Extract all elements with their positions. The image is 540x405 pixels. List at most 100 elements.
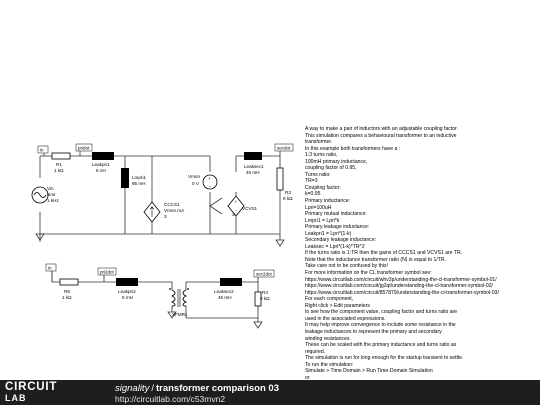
lmpri1-name: Lmpri1 bbox=[132, 175, 146, 180]
node-label-sec2dot: sec2dot bbox=[253, 269, 275, 278]
note-line: TR=3 bbox=[305, 178, 318, 185]
lmpri1-value: 95 mH bbox=[132, 181, 146, 186]
logo-text-top: CIRCUIT bbox=[5, 381, 58, 393]
note-line: For more information on the CL transform… bbox=[305, 270, 432, 277]
note-line: required. bbox=[305, 348, 326, 355]
svg-text:−: − bbox=[209, 184, 212, 189]
cccs1-name: CCCS1 bbox=[164, 202, 180, 207]
note-line: The simulation is run for long enough fo… bbox=[305, 355, 464, 362]
leaksec2-name: Leaksec2 bbox=[214, 289, 234, 294]
r1-value: 1 kΩ bbox=[54, 168, 64, 173]
author-link[interactable]: signality bbox=[115, 383, 150, 394]
note-line: Leakpri1 = Lpri*(1-k) bbox=[305, 230, 352, 237]
vcvs1-name: VCVS1 bbox=[242, 206, 258, 211]
leakpri2-value: 5 mH bbox=[122, 295, 133, 300]
circuit-title-line: signality/transformer comparison 03 bbox=[115, 383, 279, 394]
leaksec2-value: 45 mH bbox=[218, 295, 232, 300]
note-line: https://www.circuitlab.com/circuit/85787… bbox=[305, 289, 499, 296]
note-line: Primary leakage inductance: bbox=[305, 224, 370, 231]
ground-icon-2 bbox=[275, 239, 285, 247]
note-line: Turns ratio: bbox=[305, 171, 331, 178]
resistor-r4[interactable] bbox=[254, 291, 262, 307]
note-line: https://www.circuitlab.com/circuit/whv3p… bbox=[305, 276, 497, 283]
footer-bar bbox=[0, 380, 540, 405]
voltage-source-vin[interactable] bbox=[31, 186, 49, 204]
schematic-canvas[interactable]: in pridot secdot Vin sine 1 kHz R1 1 kΩ … bbox=[0, 0, 540, 380]
leakpri1-name: Leakpri1 bbox=[92, 162, 110, 167]
inductor-leakpri1[interactable] bbox=[92, 152, 114, 160]
note-line: Coupling factor: bbox=[305, 184, 341, 191]
r5-name: R5 bbox=[64, 289, 70, 294]
svg-text:−: − bbox=[235, 208, 238, 213]
note-line: Note that the inductance transformer rat… bbox=[305, 256, 446, 263]
cccs1-expr: Vmon.mA bbox=[164, 208, 185, 213]
note-line: k=0.95 bbox=[305, 191, 321, 198]
note-line: coupling factor of 0.95, bbox=[305, 165, 357, 172]
svg-text:in: in bbox=[40, 148, 44, 153]
note-line: Secondary leakage inductance: bbox=[305, 237, 377, 244]
note-line: Simulate > Time Domain > Run Time-Domain… bbox=[305, 368, 433, 375]
note-line: It may help improve convergence to inclu… bbox=[305, 322, 456, 329]
vmon-value: 0 V bbox=[192, 181, 200, 186]
node-label-secdot: secdot bbox=[274, 143, 294, 152]
note-line: leakage inductances to represent the pri… bbox=[305, 328, 442, 335]
note-line: To run the simulation: bbox=[305, 361, 354, 368]
note-line: 100mH primary inductance, bbox=[305, 158, 368, 165]
resistor-r1[interactable] bbox=[51, 152, 71, 160]
svg-text:sec2dot: sec2dot bbox=[256, 272, 273, 277]
simulation-notes: A way to make a pair of inductors with a… bbox=[305, 126, 537, 388]
node-label-in-2: in bbox=[45, 263, 57, 272]
vmon-name: Vmon bbox=[188, 174, 200, 179]
node-label-pridot: pridot bbox=[75, 143, 93, 152]
note-line: winding resistances. bbox=[305, 335, 351, 342]
r3-name: R3 bbox=[285, 190, 291, 195]
note-line: Right click > Edit parameters bbox=[305, 302, 370, 309]
note-line: Lmpri1 = Lpri*k bbox=[305, 217, 340, 224]
r3-value: 9 kΩ bbox=[283, 196, 293, 201]
ground-icon-3 bbox=[167, 311, 177, 319]
circuit-url-link[interactable]: http://circuitlab.com/c53mvn2 bbox=[115, 394, 226, 404]
r1-name: R1 bbox=[56, 162, 62, 167]
transformer-xfmr1[interactable] bbox=[169, 288, 189, 307]
leaksec1-value: 45 mH bbox=[246, 170, 260, 175]
node-label-pri2dot: pri2dot bbox=[97, 267, 117, 276]
svg-text:in: in bbox=[48, 266, 52, 271]
note-line: transformer. bbox=[305, 139, 333, 146]
note-line: A way to make a pair of inductors with a… bbox=[305, 126, 458, 132]
vcvs1-value: 3 bbox=[232, 212, 235, 217]
resistor-r5[interactable] bbox=[59, 278, 79, 286]
note-line: In this example both transformers have a… bbox=[305, 145, 401, 152]
inductor-leaksec1[interactable] bbox=[244, 152, 262, 160]
svg-text:secdot: secdot bbox=[277, 146, 291, 151]
svg-text:pridot: pridot bbox=[78, 146, 90, 151]
note-line: to see how the component value, coupling… bbox=[305, 309, 458, 316]
note-line: used in the associated expressions. bbox=[305, 315, 386, 322]
resistor-r3[interactable] bbox=[276, 167, 284, 191]
inductor-leaksec2[interactable] bbox=[220, 278, 242, 286]
voltage-source-vmon[interactable]: + − bbox=[202, 174, 218, 190]
note-line: This simulation compares a behavioural t… bbox=[305, 132, 457, 139]
note-line: https://www.circuitlab.com/circuit/jg2qt… bbox=[305, 283, 493, 290]
note-line: Lpri=100uH bbox=[305, 204, 332, 211]
inductor-leakpri2[interactable] bbox=[116, 278, 138, 286]
ground-icon-4 bbox=[253, 321, 263, 329]
voltage-source-vcvs1[interactable]: + − bbox=[227, 195, 245, 217]
r4-value: 9 kΩ bbox=[260, 296, 270, 301]
node-label-in: in bbox=[37, 145, 49, 154]
note-line: These can be scaled with the primary ind… bbox=[305, 342, 457, 349]
note-line: or bbox=[305, 374, 310, 381]
inductor-lmpri1[interactable] bbox=[121, 168, 129, 188]
note-line: Primary mutual inductance: bbox=[305, 211, 367, 218]
cccs1-value: 3 bbox=[164, 214, 167, 219]
svg-text:+: + bbox=[208, 176, 211, 181]
r4-name: R4 bbox=[262, 290, 268, 295]
svg-text:pri2dot: pri2dot bbox=[100, 270, 115, 275]
circuit-title: transformer comparison 03 bbox=[155, 383, 279, 394]
r5-value: 1 kΩ bbox=[62, 295, 72, 300]
xfmr1-name: XFMR1 bbox=[172, 312, 188, 317]
current-source-cccs1[interactable] bbox=[143, 201, 161, 223]
note-line: If the turns ratio is 1:TR then the gain… bbox=[305, 250, 463, 257]
circuitlab-logo[interactable]: CIRCUIT LAB bbox=[5, 381, 97, 403]
note-line: For each component, bbox=[305, 296, 354, 303]
note-line: 1:3 turns ratio, bbox=[305, 152, 338, 159]
